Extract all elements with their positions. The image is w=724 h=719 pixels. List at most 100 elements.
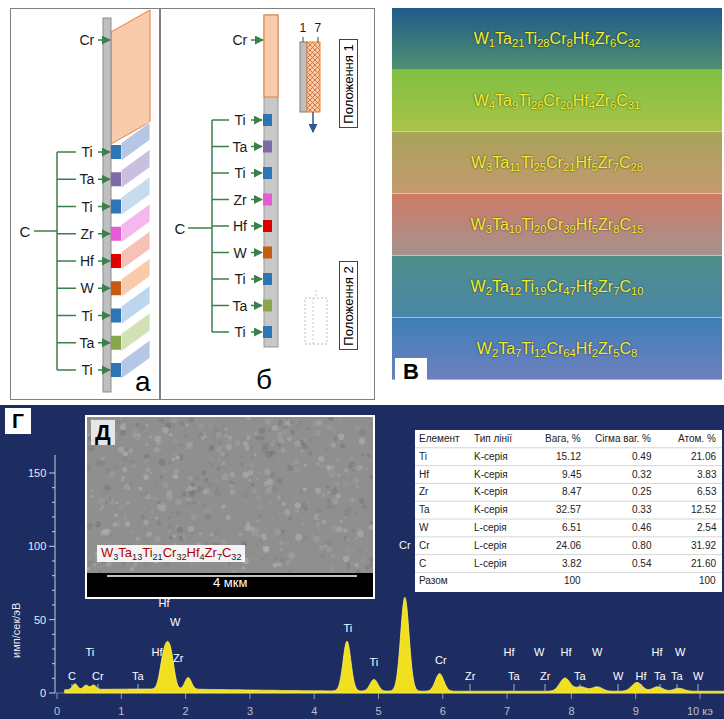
micrograph-grain: [343, 528, 347, 532]
micrograph-grain: [242, 567, 245, 570]
layer-marker: [111, 363, 121, 377]
formula-part: Zr: [595, 91, 610, 108]
micrograph-grain: [256, 495, 263, 502]
micrograph-grain: [101, 505, 105, 509]
micrograph-grain: [95, 488, 99, 492]
micrograph-grain: [346, 566, 350, 570]
micrograph-grain: [166, 490, 173, 497]
micrograph-grain: [130, 483, 132, 485]
formula-part: 20: [534, 223, 546, 235]
element-label: Zr: [81, 226, 94, 242]
micrograph-grain: [290, 420, 294, 424]
peak-label: Hf: [152, 646, 163, 659]
micrograph-grain: [95, 460, 101, 466]
micrograph-grain: [263, 496, 270, 503]
callout-number: 7: [315, 22, 322, 36]
micrograph-grain: [254, 432, 257, 435]
micrograph-grain: [110, 500, 115, 505]
micrograph-grain: [302, 444, 308, 450]
micrograph-grain: [155, 517, 158, 520]
table-cell: 32.57: [556, 504, 581, 516]
table-cell: L-серія: [474, 558, 507, 570]
micrograph-grain: [156, 521, 161, 526]
formula-part: 21: [563, 161, 575, 173]
micrograph-grain: [218, 441, 221, 444]
formula-part: Cr: [546, 215, 563, 232]
bus-line: [212, 331, 229, 333]
micrograph-grain: [306, 427, 309, 430]
micrograph-grain: [109, 497, 112, 500]
micrograph-grain: [164, 565, 168, 569]
peak-marker: [580, 684, 581, 691]
micrograph-grain: [132, 531, 135, 534]
leader-line: [251, 305, 262, 307]
peak-marker: [618, 684, 619, 691]
peak-label: Cr: [92, 670, 104, 683]
micrograph-grain: [239, 532, 242, 535]
formula-part: W: [101, 545, 113, 560]
micrograph-grain: [295, 502, 301, 508]
axis-tick: 1: [118, 705, 124, 718]
leader-line: [303, 37, 304, 42]
formula-part: 32: [176, 552, 186, 562]
axis-tick: 8: [568, 705, 574, 718]
micrograph-grain: [277, 562, 282, 567]
composition-band: W2Ta12Ti19Cr47Hf3Zr7C10: [392, 256, 722, 318]
micrograph-grain: [355, 425, 361, 431]
micrograph-grain: [154, 482, 160, 488]
micrograph-grain: [149, 497, 151, 499]
micrograph-grain: [365, 565, 370, 570]
formula-part: 3: [486, 161, 492, 173]
micrograph-grain: [172, 534, 176, 538]
formula-part: Ti: [142, 545, 152, 560]
micrograph-grain: [124, 483, 129, 488]
axis-tick-mark: [49, 473, 55, 474]
micrograph-grain: [90, 495, 93, 498]
micrograph-grain: [200, 436, 204, 440]
micrograph-grain: [169, 433, 172, 436]
micrograph-grain: [357, 531, 364, 538]
micrograph-grain: [193, 519, 199, 525]
formula-part: 64: [563, 347, 575, 359]
micrograph-grain: [184, 509, 187, 512]
axis-tick: 0: [40, 687, 46, 700]
formula-part: C: [616, 29, 628, 46]
micrograph-grain: [313, 497, 316, 500]
formula-part: 7: [515, 347, 521, 359]
layer-marker: [111, 145, 121, 159]
leader-line: [98, 288, 110, 290]
formula-part: Cr: [546, 153, 563, 170]
peak-label: Ta: [671, 670, 683, 683]
micrograph-grain: [227, 453, 230, 456]
micrograph-grain: [370, 521, 374, 525]
micrograph-grain: [118, 504, 124, 510]
table-cell: Елемент: [419, 433, 460, 445]
formula-part: 8: [566, 37, 572, 49]
axis-tick-mark: [571, 693, 572, 699]
axis-tick-mark: [52, 634, 55, 635]
micrograph-grain: [157, 521, 162, 526]
micrograph-grain: [278, 511, 280, 513]
axis-tick: 3: [247, 705, 253, 718]
micrograph-grain: [212, 536, 219, 543]
micrograph-grain: [331, 469, 338, 476]
leader-line: [251, 331, 262, 333]
peak-label: W: [170, 616, 180, 629]
micrograph-grain: [302, 522, 305, 525]
peak-label: Hf: [652, 646, 663, 659]
formula-part: Ti: [521, 153, 534, 170]
micrograph-grain: [230, 472, 236, 478]
micrograph-grain: [264, 528, 267, 531]
micrograph-grain: [274, 556, 278, 560]
formula-part: Zr: [598, 153, 613, 170]
element-label: Ta: [80, 335, 95, 351]
element-label: Ti: [235, 271, 246, 287]
micrograph-grain: [286, 560, 292, 566]
micrograph-grain: [171, 417, 177, 423]
formula-part: 28: [631, 161, 643, 173]
micrograph-grain: [322, 519, 327, 524]
micrograph-grain: [367, 454, 371, 458]
formula-part: 5: [591, 161, 597, 173]
table-cell: 12.52: [691, 504, 716, 516]
micrograph-grain: [122, 467, 127, 472]
